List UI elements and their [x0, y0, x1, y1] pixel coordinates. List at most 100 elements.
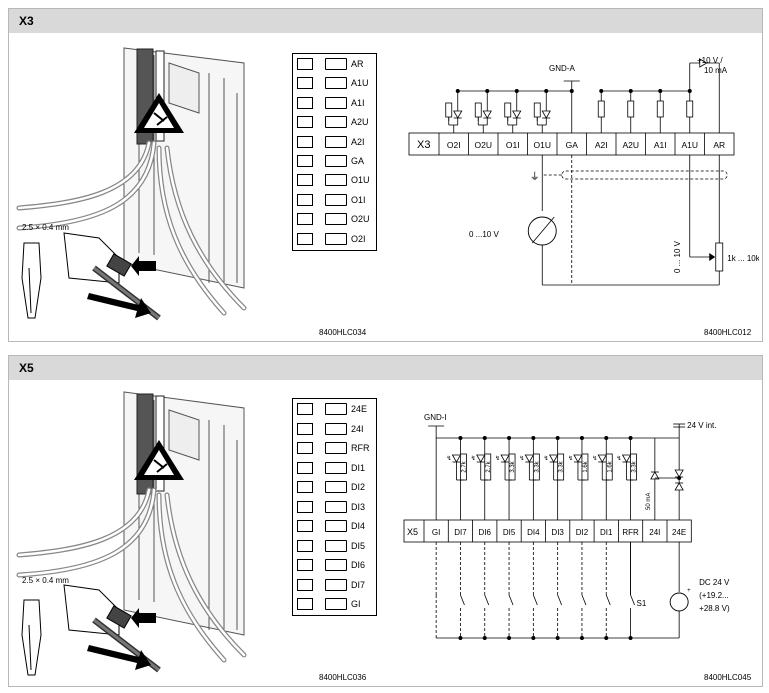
terminal-slot-icon	[297, 520, 313, 532]
diode-icon	[548, 454, 559, 463]
resistor	[557, 453, 565, 481]
diode-icon	[482, 110, 492, 119]
terminal-label: 24E	[351, 404, 368, 414]
terminal-label: GA	[566, 140, 579, 150]
optocoupler-icon: ↯	[471, 455, 476, 462]
switch-lever	[532, 594, 538, 606]
esd-warning-icon	[134, 93, 184, 133]
terminal-label: DI2	[351, 482, 366, 492]
terminal-label: AR	[351, 59, 364, 69]
terminal-slot-icon	[325, 174, 347, 187]
x5-dc-label-3: +28.8 V)	[699, 604, 730, 613]
x3-supply-label-1: +10 V /	[697, 56, 723, 65]
x3-legend-row: A2I	[297, 135, 373, 152]
resistor	[460, 453, 467, 481]
terminal-slot-icon	[297, 193, 313, 206]
x3-pot-label: 1k ... 10k	[727, 254, 759, 263]
optocoupler-icon: ↯	[495, 455, 500, 462]
diode-icon	[674, 482, 684, 491]
x3-legend-row: A2U	[297, 115, 373, 132]
x5-dc-label-2: (+19.2...	[699, 591, 729, 600]
terminal-slot-icon	[325, 559, 347, 571]
x5-legend-row: DI2	[297, 480, 373, 498]
terminal-slot-icon	[297, 481, 313, 493]
terminal-slot-icon	[297, 539, 313, 552]
x3-right-figure-ref: 8400HLC012	[704, 328, 752, 337]
switch-lever	[630, 594, 635, 606]
switch-lever	[557, 594, 563, 606]
x5-current-label: 50 mA	[646, 493, 652, 510]
terminal-slot-icon	[297, 403, 313, 415]
terminal-slot-icon	[297, 213, 313, 226]
x5-legend-row: DI4	[297, 519, 373, 537]
terminal-label: GI	[351, 599, 361, 609]
plus-icon: +	[687, 588, 691, 594]
diode-icon	[524, 454, 535, 463]
switch-lever	[605, 594, 611, 606]
diode-icon	[674, 469, 684, 478]
terminal-slot-icon	[297, 500, 313, 513]
wiper-arrow-icon	[709, 253, 716, 261]
terminal-label: O2U	[475, 140, 492, 150]
cable-shield	[561, 170, 728, 180]
diode-icon	[541, 110, 551, 119]
terminal-slot-icon	[297, 155, 313, 167]
x5-legend-row: 24E	[297, 402, 373, 420]
junction-dot	[455, 89, 460, 93]
x3-meter-label: 0 ...10 V	[469, 230, 499, 239]
x5-legend-row: DI7	[297, 578, 373, 596]
resistor	[533, 102, 541, 118]
terminal-label: 24E	[672, 528, 686, 537]
terminal-slot-icon	[297, 598, 313, 610]
terminal-slot-icon	[297, 232, 313, 245]
terminal-label: RFR	[351, 443, 370, 453]
terminal-slot-icon	[325, 77, 347, 90]
terminal-label: 24I	[351, 423, 364, 434]
screwdriver-icon	[21, 242, 42, 319]
switch-lever	[508, 594, 514, 606]
terminal-label: GI	[432, 528, 440, 537]
x5-gnd-label: GND-I	[424, 413, 447, 422]
resistor	[627, 100, 635, 118]
resistor	[445, 102, 453, 118]
terminal-slot-icon	[297, 559, 313, 571]
terminal-slot-icon	[297, 578, 313, 591]
terminal-label: DI4	[527, 528, 540, 537]
x5-legend-row: DI6	[297, 558, 373, 576]
terminal-slot-icon	[325, 213, 347, 226]
resistor-label: 1.6k	[583, 460, 589, 472]
x5-right-figure-ref: 8400HLC045	[704, 673, 752, 682]
x3-legend-row: O2U	[297, 212, 373, 229]
junction-dot	[514, 89, 519, 93]
x5-connector-illustration	[16, 391, 247, 676]
resistor-label: 1.6k	[607, 460, 613, 472]
x3-panel-title: X3	[9, 9, 762, 33]
resistor	[686, 100, 694, 118]
terminal-label: A1U	[351, 78, 369, 89]
terminal-label: RFR	[622, 528, 639, 537]
x5-switch-label: S1	[637, 599, 647, 608]
optocoupler-icon: ↯	[519, 455, 524, 462]
terminal-slot-icon	[297, 58, 313, 70]
x3-supply-label-2: 10 mA	[704, 66, 728, 75]
resistor	[504, 102, 512, 118]
terminal-slot-icon	[325, 539, 347, 552]
x5-terminal-strip	[403, 519, 692, 543]
terminal-slot-icon	[325, 155, 347, 167]
x3-left-figure-ref: 8400HLC034	[319, 328, 367, 337]
switch-lever	[581, 594, 587, 606]
resistor-label: 3.3k	[510, 460, 516, 472]
terminal-label: A2U	[622, 140, 639, 150]
diode-icon	[476, 454, 486, 463]
terminal-slot-icon	[325, 461, 347, 474]
terminal-label: DI2	[576, 528, 589, 537]
terminal-label: 24I	[649, 528, 660, 537]
terminal-slot-icon	[325, 58, 347, 70]
x3-gnd-label: GND-A	[549, 64, 575, 73]
x3-connector-label: X3	[417, 139, 430, 151]
terminal-slot-icon	[325, 481, 347, 493]
terminal-label: DI1	[600, 528, 613, 537]
